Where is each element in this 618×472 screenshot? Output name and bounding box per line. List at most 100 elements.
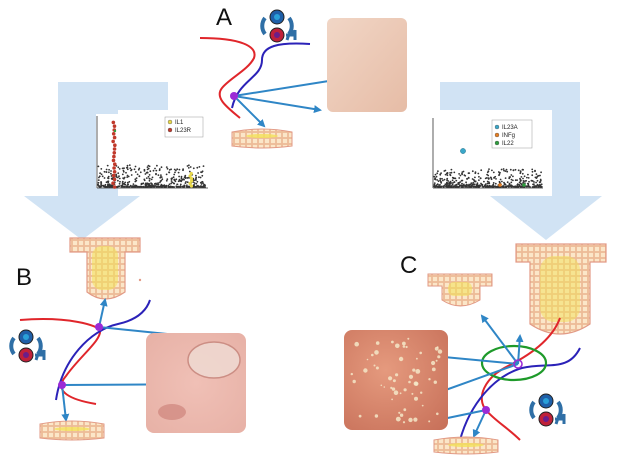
manhattan-point (172, 186, 175, 188)
manhattan-point (469, 186, 472, 188)
manhattan-point (459, 174, 462, 177)
manhattan-point (521, 172, 524, 175)
manhattan-point (521, 185, 524, 188)
manhattan-point (455, 179, 458, 182)
manhattan-point (433, 182, 436, 185)
manhattan-point (159, 185, 162, 188)
manhattan-point (513, 185, 516, 188)
curve-red-b (19, 318, 102, 405)
manhattan-point (146, 166, 149, 169)
legend-label: INFg (502, 133, 515, 139)
manhattan-point (197, 172, 200, 174)
cycle-icon-b (9, 328, 47, 364)
manhattan-point (135, 184, 138, 187)
manhattan-point (493, 177, 495, 179)
manhattan-point (522, 177, 524, 180)
manhattan-point (142, 186, 145, 188)
manhattan-point (461, 186, 464, 188)
manhattan-point (170, 168, 173, 171)
manhattan-point (177, 180, 180, 183)
manhattan-point (138, 175, 141, 178)
manhattan-point (440, 181, 442, 184)
manhattan-point (167, 185, 170, 188)
manhattan-point (188, 170, 191, 173)
manhattan-point (472, 185, 474, 187)
manhattan-point (518, 184, 521, 186)
manhattan-point (450, 171, 453, 174)
manhattan-point (105, 171, 108, 173)
manhattan-point (498, 172, 501, 174)
manhattan-point (442, 186, 445, 188)
manhattan-point (453, 171, 456, 174)
manhattan-point (110, 170, 112, 172)
manhattan-point (108, 171, 110, 174)
manhattan-point (147, 175, 150, 178)
manhattan-point (165, 179, 168, 182)
manhattan-point-il23r (113, 143, 117, 147)
manhattan-point (155, 172, 157, 175)
manhattan-point (492, 186, 495, 188)
manhattan-point (475, 186, 478, 188)
manhattan-point (492, 171, 495, 174)
epidermis-flat-b (39, 420, 105, 441)
manhattan-point (108, 185, 111, 188)
manhattan-point (184, 182, 187, 185)
manhattan-point (184, 177, 187, 180)
manhattan-point (440, 185, 443, 188)
manhattan-point (474, 180, 476, 183)
manhattan-point (446, 174, 449, 177)
manhattan-point (478, 179, 480, 182)
manhattan-point (106, 180, 109, 183)
manhattan-point (146, 171, 149, 174)
manhattan-point (152, 169, 155, 172)
manhattan-point (107, 183, 109, 186)
epidermis-flat-c (433, 436, 499, 455)
manhattan-point (198, 176, 200, 179)
manhattan-point (479, 177, 482, 180)
manhattan-point (469, 183, 472, 186)
manhattan-point (519, 178, 522, 181)
manhattan-point (439, 177, 442, 180)
manhattan-point (506, 181, 509, 184)
manhattan-point (484, 177, 487, 180)
manhattan-point-il1 (188, 181, 192, 186)
manhattan-point (122, 169, 125, 172)
manhattan-point (180, 179, 182, 182)
manhattan-point-il23r (112, 162, 117, 166)
manhattan-point (527, 177, 530, 179)
manhattan-point (502, 168, 505, 170)
manhattan-point (523, 175, 526, 178)
manhattan-point (468, 183, 470, 186)
manhattan-point (126, 176, 129, 179)
manhattan-point (433, 175, 436, 178)
manhattan-point (154, 167, 156, 170)
manhattan-point (184, 174, 187, 177)
manhattan-point (467, 177, 470, 179)
epidermis-rete-c (515, 243, 607, 335)
manhattan-point (199, 185, 202, 188)
manhattan-point (470, 182, 473, 185)
legend-marker (494, 124, 500, 130)
manhattan-point (444, 183, 447, 186)
manhattan-point (182, 185, 185, 188)
manhattan-point (199, 181, 202, 184)
manhattan-point (455, 183, 458, 186)
manhattan-point (144, 173, 147, 175)
manhattan-point (510, 178, 513, 181)
manhattan-point (105, 168, 108, 171)
manhattan-point (535, 173, 538, 176)
manhattan-point (536, 183, 539, 186)
manhattan-point (187, 176, 190, 179)
manhattan-point-il23a (460, 148, 466, 154)
panel-c (344, 243, 607, 455)
manhattan-point (195, 176, 198, 179)
manhattan-point (118, 175, 120, 178)
manhattan-point (121, 167, 124, 170)
manhattan-point (531, 174, 534, 177)
manhattan-point (439, 179, 442, 182)
manhattan-point (519, 182, 522, 185)
manhattan-point (436, 183, 439, 186)
manhattan-point (531, 168, 534, 171)
